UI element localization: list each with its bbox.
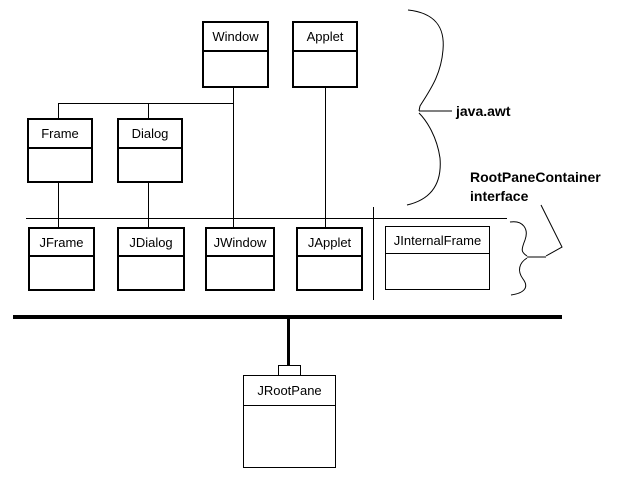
class-box-frame: Frame	[27, 118, 93, 183]
class-box-jframe: JFrame	[28, 227, 95, 291]
class-body	[119, 257, 183, 289]
class-body	[244, 406, 335, 467]
class-box-jwindow: JWindow	[205, 227, 275, 291]
class-body	[30, 257, 93, 289]
swing-separator-line	[26, 218, 507, 219]
class-title: JWindow	[207, 229, 273, 257]
class-box-jinternalframe: JInternalFrame	[385, 226, 490, 290]
java-awt-label: java.awt	[456, 103, 511, 119]
class-box-window: Window	[202, 21, 269, 88]
window-jwindow-line	[233, 88, 234, 227]
class-body	[386, 254, 489, 289]
rootpanecontainer-leader-line	[540, 204, 563, 257]
class-body	[119, 149, 181, 181]
interface-label: interface	[470, 188, 529, 204]
class-title: JFrame	[30, 229, 93, 257]
class-body	[294, 52, 356, 86]
class-title: Window	[204, 23, 267, 52]
class-title: Dialog	[119, 120, 181, 149]
class-body	[204, 52, 267, 86]
applet-japplet-line	[325, 88, 326, 227]
jrootpane-connector-line	[287, 319, 290, 366]
class-box-applet: Applet	[292, 21, 358, 88]
class-title: JDialog	[119, 229, 183, 257]
dialog-parent-stub-line	[148, 103, 149, 118]
class-box-japplet: JApplet	[296, 227, 363, 291]
class-body	[29, 149, 91, 181]
window-children-horizontal-line	[58, 103, 234, 104]
java-awt-brace-lower	[406, 112, 441, 206]
frame-jframe-line	[58, 183, 59, 227]
class-title: JRootPane	[244, 376, 335, 406]
rootpane-containment-thick-line	[13, 315, 562, 319]
class-box-jrootpane: JRootPane	[243, 375, 336, 468]
rootpanecontainer-label: RootPaneContainer	[470, 169, 601, 185]
class-title: Frame	[29, 120, 91, 149]
class-box-dialog: Dialog	[117, 118, 183, 183]
rootpanecontainer-brace-lower	[510, 257, 528, 296]
dialog-jdialog-line	[148, 183, 149, 227]
java-awt-brace-upper	[407, 9, 444, 112]
jinternalframe-divider-line	[373, 207, 374, 300]
frame-parent-stub-line	[58, 103, 59, 118]
class-title: JApplet	[298, 229, 361, 257]
class-body	[207, 257, 273, 289]
class-title: JInternalFrame	[386, 227, 489, 254]
class-title: Applet	[294, 23, 356, 52]
rootpanecontainer-brace-upper	[509, 221, 528, 257]
class-body	[298, 257, 361, 289]
class-box-jdialog: JDialog	[117, 227, 185, 291]
